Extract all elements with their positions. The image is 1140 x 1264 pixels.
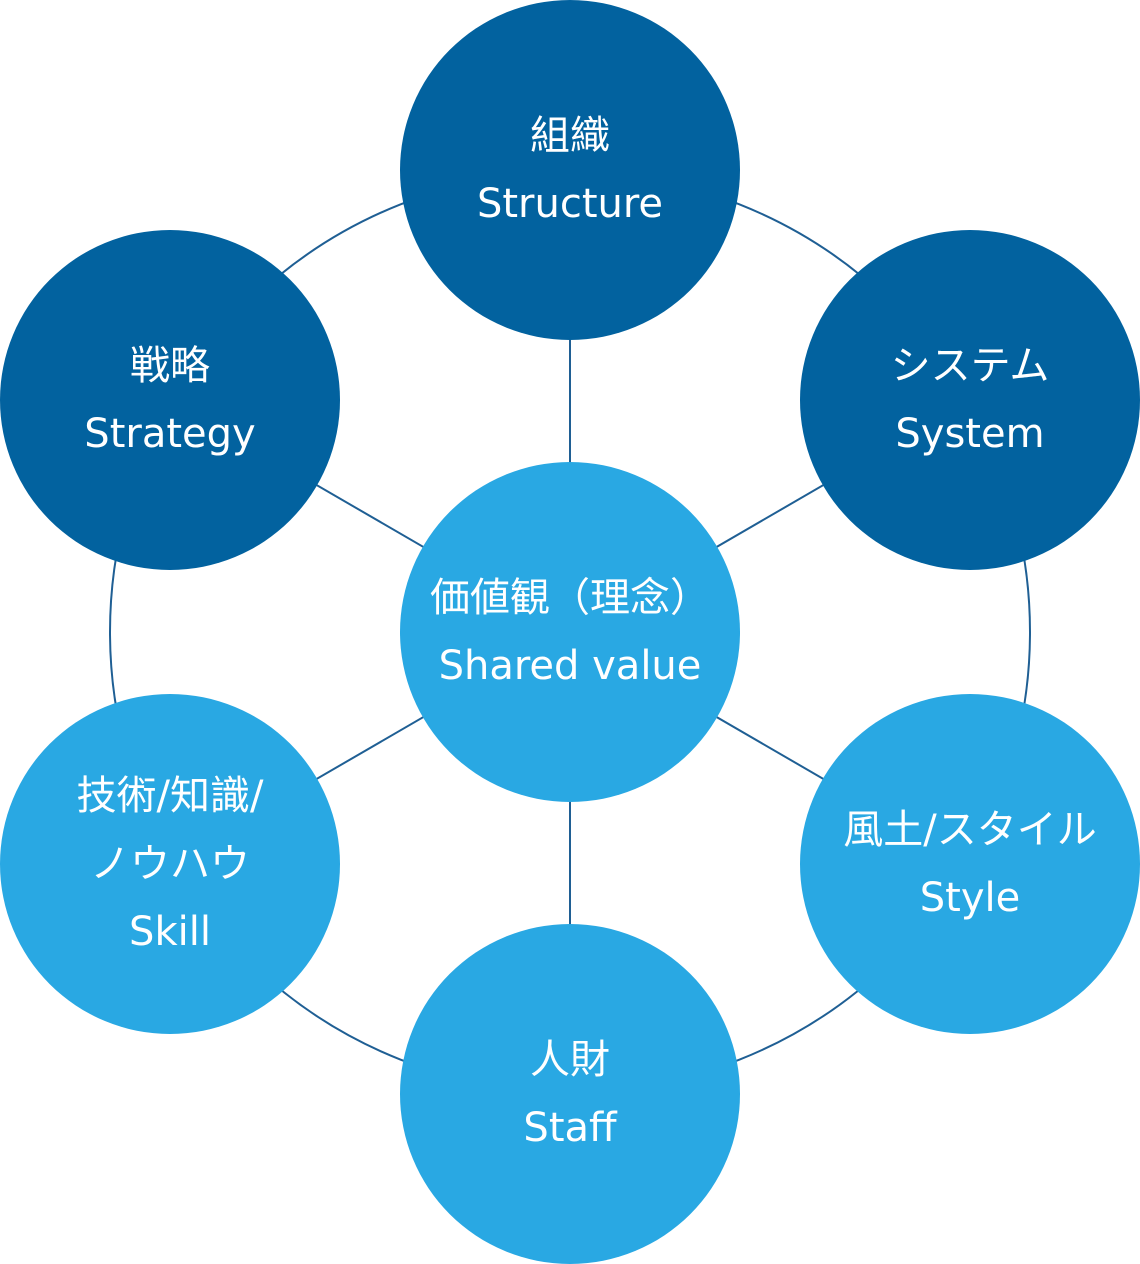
skill-label-ja-1: 技術/知識/ [76,773,264,819]
skill-label-ja-2: ノウハウ [90,841,250,887]
system-node: システム System [800,230,1140,570]
shared-value-label-ja: 価値観（理念） [430,575,710,621]
strategy-node: 戦略 Strategy [0,230,340,570]
system-label-ja: システム [890,343,1050,389]
style-label-ja: 風土/スタイル [843,807,1097,853]
skill-label-en: Skill [129,909,211,955]
structure-label-en: Structure [476,181,664,227]
skill-node: 技術/知識/ ノウハウ Skill [0,694,340,1034]
staff-node: 人財 Staff [400,924,740,1264]
style-node: 風土/スタイル Style [800,694,1140,1034]
structure-node: 組織 Structure [400,0,740,340]
staff-label-ja: 人財 [530,1037,610,1083]
staff-label-en: Staff [523,1105,617,1151]
shared-value-node: 価値観（理念） Shared value [400,462,740,802]
shared-value-label-en: Shared value [438,643,702,689]
style-label-en: Style [919,875,1021,921]
system-label-en: System [895,411,1045,457]
strategy-label-en: Strategy [84,411,256,457]
structure-label-ja: 組織 [530,113,610,159]
strategy-label-ja: 戦略 [130,343,210,389]
